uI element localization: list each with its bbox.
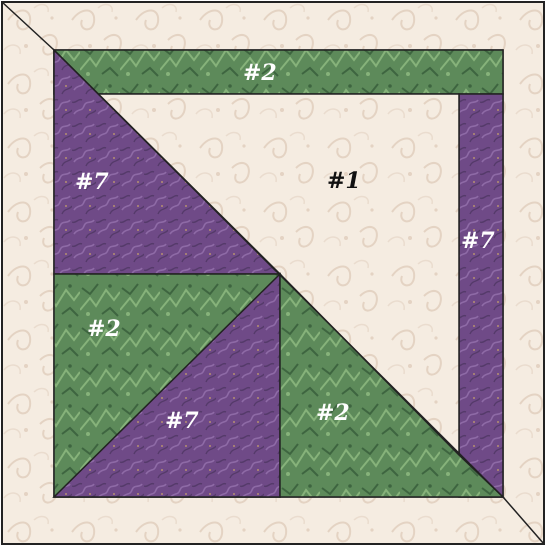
right-purple-strip [459,94,503,497]
top-green-strip [54,50,503,94]
label-right-strip: #7 [461,228,495,254]
label-top-strip: #2 [243,60,277,86]
label-lower-right-triangle: #2 [316,400,350,426]
label-lower-left-triangle: #2 [87,316,121,342]
label-center: #1 [327,168,361,194]
label-lower-purple-triangle: #7 [165,408,199,434]
label-left-triangle: #7 [75,169,109,195]
